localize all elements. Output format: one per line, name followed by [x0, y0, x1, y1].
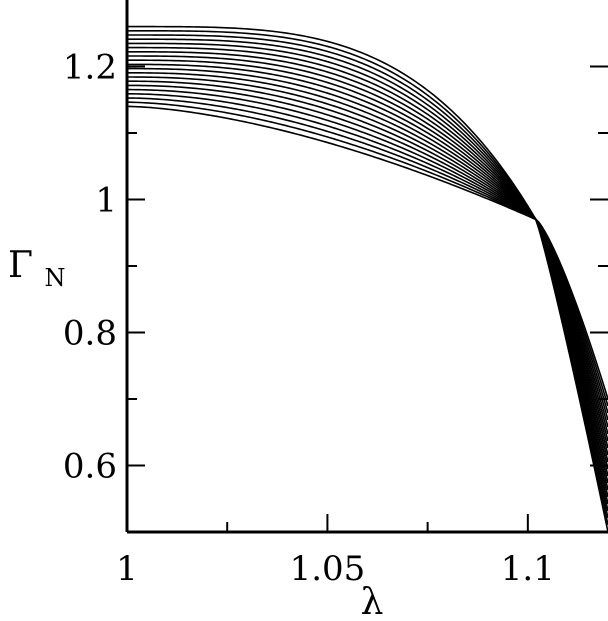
series-line	[127, 55, 608, 484]
plot-lines	[126, 25, 608, 533]
series-line	[127, 72, 608, 456]
y-tick-label: 0.6	[63, 447, 117, 487]
series-line	[126, 101, 608, 407]
series-line	[127, 46, 608, 498]
y-axis-label-main: Γ	[8, 245, 33, 286]
ticks	[126, 65, 608, 532]
x-axis-label: λ	[361, 582, 384, 621]
series-line	[126, 88, 608, 428]
tick-labels: 1 1.05 1.1 0.6 0.8 1 1.2	[63, 48, 555, 590]
series-line	[127, 30, 608, 526]
y-tick-label: 1.2	[63, 48, 117, 88]
y-tick-label: 1	[95, 181, 117, 221]
series-line	[127, 59, 608, 477]
series-line	[126, 93, 608, 421]
x-tick-label: 1	[116, 549, 138, 589]
series-line	[127, 67, 608, 463]
x-tick-label: 1.05	[290, 549, 366, 589]
x-tick-label: 1.1	[501, 549, 555, 589]
series-line	[127, 38, 608, 512]
y-axis-label-subscript: N	[44, 264, 65, 292]
series-line	[127, 84, 608, 435]
series-line	[126, 97, 608, 414]
y-tick-label: 0.8	[63, 314, 117, 354]
y-axis-label: Γ N	[8, 245, 65, 292]
series-line	[127, 76, 608, 449]
series-line	[127, 25, 608, 533]
series-line	[127, 63, 608, 470]
series-line	[127, 80, 608, 442]
